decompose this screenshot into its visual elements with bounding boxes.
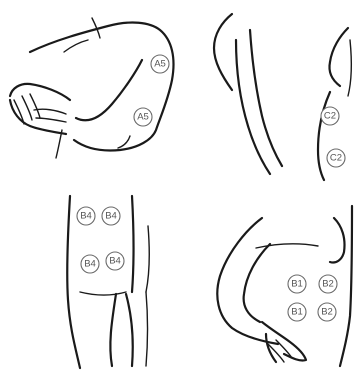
knee-line [80,292,126,295]
marker-label: C2 [330,153,342,164]
marker-label: B2 [321,307,333,318]
thigh-outer-right [132,196,134,292]
elbow-line [118,136,130,148]
torso-line [56,130,62,158]
marker-b1-upper: B1 [288,275,306,293]
panel-upper-arm [10,18,174,158]
marker-b4-bottom-left: B4 [81,255,99,273]
back-spine-curve [329,28,348,86]
markers: A5 A5 C2 C2 B4 B4 B4 B4 [77,55,345,321]
forearm-lower [10,100,66,134]
marker-c2-lower: C2 [327,149,345,167]
marker-b4-top-left: B4 [77,207,95,225]
marker-label: B1 [291,307,303,318]
forearm-upper [10,84,70,100]
marker-a5-upper: A5 [151,55,169,73]
calf-far [146,292,148,366]
marker-b4-top-right: B4 [102,207,120,225]
marker-label: A5 [137,112,149,123]
calf-right [126,294,133,366]
abdomen-inner-arm [244,244,270,322]
back-shoulder [214,14,232,90]
marker-a5-lower: A5 [134,108,152,126]
marker-label: B4 [84,259,96,270]
thigh-outer-left [67,196,80,368]
marker-c2-upper: C2 [321,107,339,125]
marker-b4-bottom-right: B4 [106,252,124,270]
marker-label: A5 [154,59,166,70]
marker-label: B4 [105,211,117,222]
back-lower [318,92,330,180]
marker-label: B4 [109,256,121,267]
marker-label: B2 [322,279,334,290]
back-right-edge [348,40,351,96]
marker-b1-lower: B1 [288,303,306,321]
marker-b2-upper: B2 [319,275,337,293]
thigh-edge-far [146,226,149,292]
marker-label: B1 [291,279,303,290]
marker-b2-lower: B2 [318,303,336,321]
arm-inner-line [76,60,142,120]
neck-line [64,40,88,52]
chest-curve [330,218,345,263]
marker-label: B4 [80,211,92,222]
calf-left [110,294,116,366]
marker-label: C2 [324,111,336,122]
